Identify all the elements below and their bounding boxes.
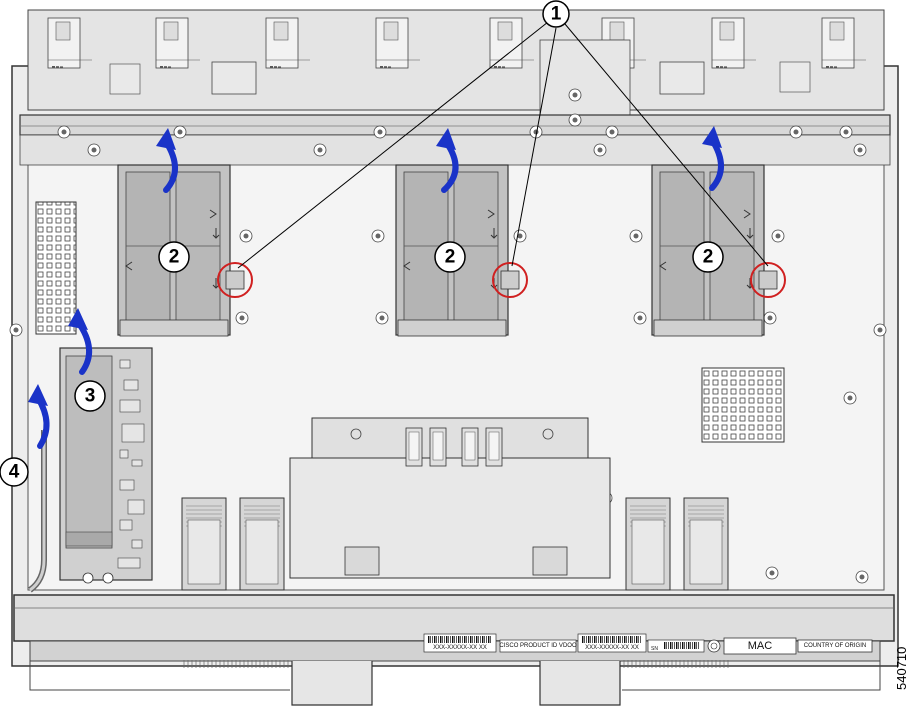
callout-2a: 2 xyxy=(158,241,190,273)
latch-highlights xyxy=(217,262,786,298)
callouts: 1 2 2 2 3 4 xyxy=(0,0,724,487)
arrow-heads xyxy=(28,126,722,406)
svg-text:2: 2 xyxy=(703,247,714,268)
callout-2b: 2 xyxy=(434,241,466,273)
svg-text:2: 2 xyxy=(445,247,456,268)
svg-text:3: 3 xyxy=(85,386,96,407)
callout-2c: 2 xyxy=(692,241,724,273)
svg-text:2: 2 xyxy=(169,247,180,268)
mac-label xyxy=(723,637,797,655)
top-connector-rail xyxy=(19,9,891,166)
mac-text: MAC xyxy=(748,640,773,652)
serial-b-text: XXX-XXXXX-XX XX xyxy=(585,645,639,651)
left-vent-grille xyxy=(35,201,77,335)
country-label xyxy=(797,639,873,653)
svg-text:1: 1 xyxy=(551,4,562,25)
dimm-bays xyxy=(181,497,729,591)
country-text: COUNTRY OF ORIGIN xyxy=(804,643,866,649)
figure-id: 540710 xyxy=(894,647,909,690)
serial-a-text: XXX-XXXXX-XX XX xyxy=(433,645,487,651)
callout-1-leaders xyxy=(237,21,769,269)
callout-1: 1 xyxy=(542,0,570,28)
cpu-heatsink xyxy=(289,417,611,579)
product-labels: XXX-XXXXX-XX XX CISCO PRODUCT ID VDOO XX… xyxy=(423,633,873,655)
callout-3: 3 xyxy=(74,380,106,412)
callout-4: 4 xyxy=(0,457,29,487)
right-vent-grille xyxy=(701,367,785,443)
latch-ring-3 xyxy=(750,262,786,298)
latch-ring-1 xyxy=(217,262,253,298)
sn-text: SN xyxy=(651,646,658,652)
m2-riser-card xyxy=(59,347,153,584)
product-id-label xyxy=(499,639,577,653)
product-id-text: CISCO PRODUCT ID VDOO xyxy=(499,643,577,649)
recycle-icon xyxy=(707,639,721,653)
svg-text:4: 4 xyxy=(9,462,20,483)
latch-ring-2 xyxy=(492,262,528,298)
